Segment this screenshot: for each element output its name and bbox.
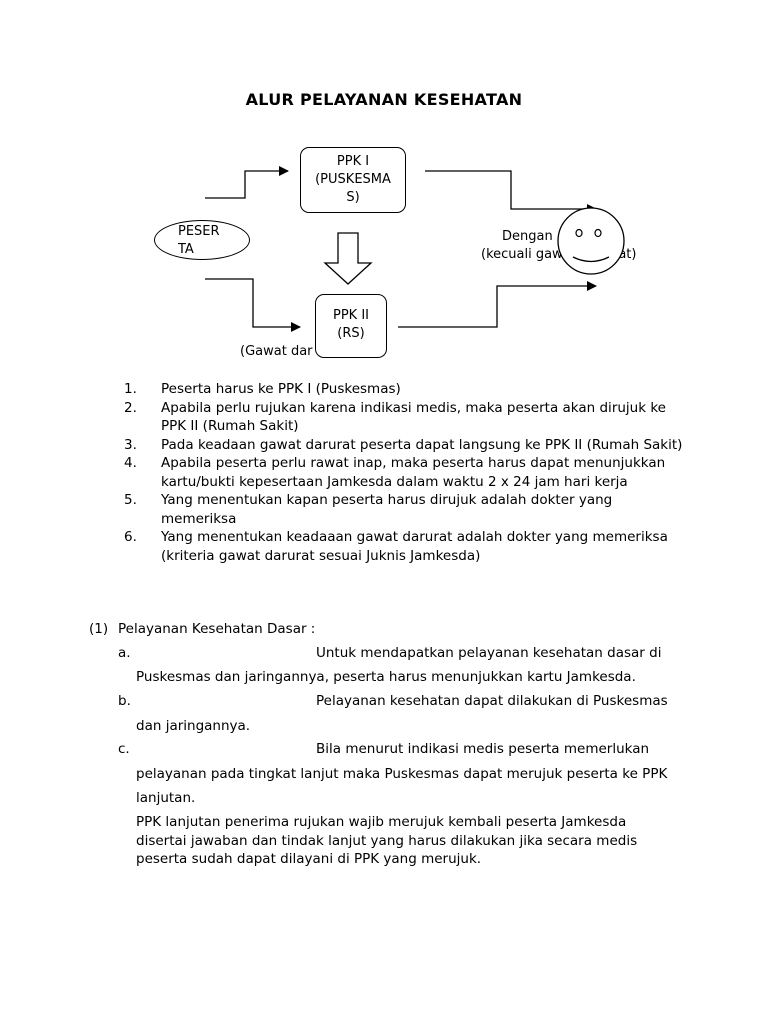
kecuali-label: (kecuali gaw [481, 247, 563, 262]
item-first-line: Untuk mendapatkan pelayanan kesehatan da… [316, 645, 662, 661]
flow-diagram [205, 166, 597, 332]
peserta-line: TA [178, 242, 194, 257]
dengan-label: Dengan [502, 229, 553, 244]
item-continuation: Puskesmas dan jaringannya, peserta harus… [136, 669, 636, 685]
item-continuation: dan jaringannya. [136, 718, 251, 734]
closing-paragraph: PPK lanjutan penerima rujukan wajib meru… [136, 814, 638, 867]
ppk1-line: PPK I [336, 154, 370, 169]
ppk1-line: S) [346, 190, 360, 205]
list-item: 4.Apabila peserta perlu rawat inap, maka… [124, 455, 666, 490]
section-heading: Pelayanan Kesehatan Dasar : [118, 621, 316, 637]
peserta-ellipse [154, 220, 250, 260]
item-label: a. [118, 645, 131, 661]
list-item: 1.Peserta harus ke PPK I (Puskesmas) [124, 381, 401, 397]
rules-list: 1.Peserta harus ke PPK I (Puskesmas) 2.A… [124, 380, 684, 565]
gawat-label: (Gawat dar [240, 344, 313, 359]
kecuali-label-tail: rat) [613, 247, 637, 262]
arrow-ppk2-to-result [398, 281, 597, 328]
ppk2-line: (RS) [337, 326, 365, 341]
page-title: ALUR PELAYANAN KESEHATAN [245, 90, 523, 109]
block-arrow-down [323, 232, 373, 285]
section-number: (1) [89, 621, 109, 637]
ppk2-box: PPK II (RS) [315, 294, 387, 358]
ppk2-line: PPK II [332, 308, 369, 323]
list-item: 3.Pada keadaan gawat darurat peserta dap… [124, 436, 683, 453]
list-item: 5.Yang menentukan kapan peserta harus di… [124, 492, 613, 527]
item-label: c. [118, 741, 130, 757]
arrow-ppk1-to-result [425, 170, 597, 214]
list-item: 6.Yang menentukan keadaaan gawat darurat… [124, 529, 668, 564]
ppk1-line: (PUSKESMA [315, 172, 391, 187]
list-item: 2.Apabila perlu rujukan karena indikasi … [124, 399, 666, 435]
ppk1-box: PPK I (PUSKESMA S) [300, 147, 406, 213]
arrow-peserta-to-ppk2 [205, 278, 301, 332]
peserta-label: PESER TA [178, 223, 238, 259]
item-first-line: Pelayanan kesehatan dapat dilakukan di P… [316, 693, 668, 709]
arrow-peserta-to-ppk1 [205, 166, 289, 199]
peserta-line: PESER [178, 224, 220, 239]
item-continuation: pelayanan pada tingkat lanjut maka Puske… [136, 766, 668, 806]
item-first-line: Bila menurut indikasi medis peserta meme… [316, 741, 650, 757]
item-label: b. [118, 693, 131, 709]
